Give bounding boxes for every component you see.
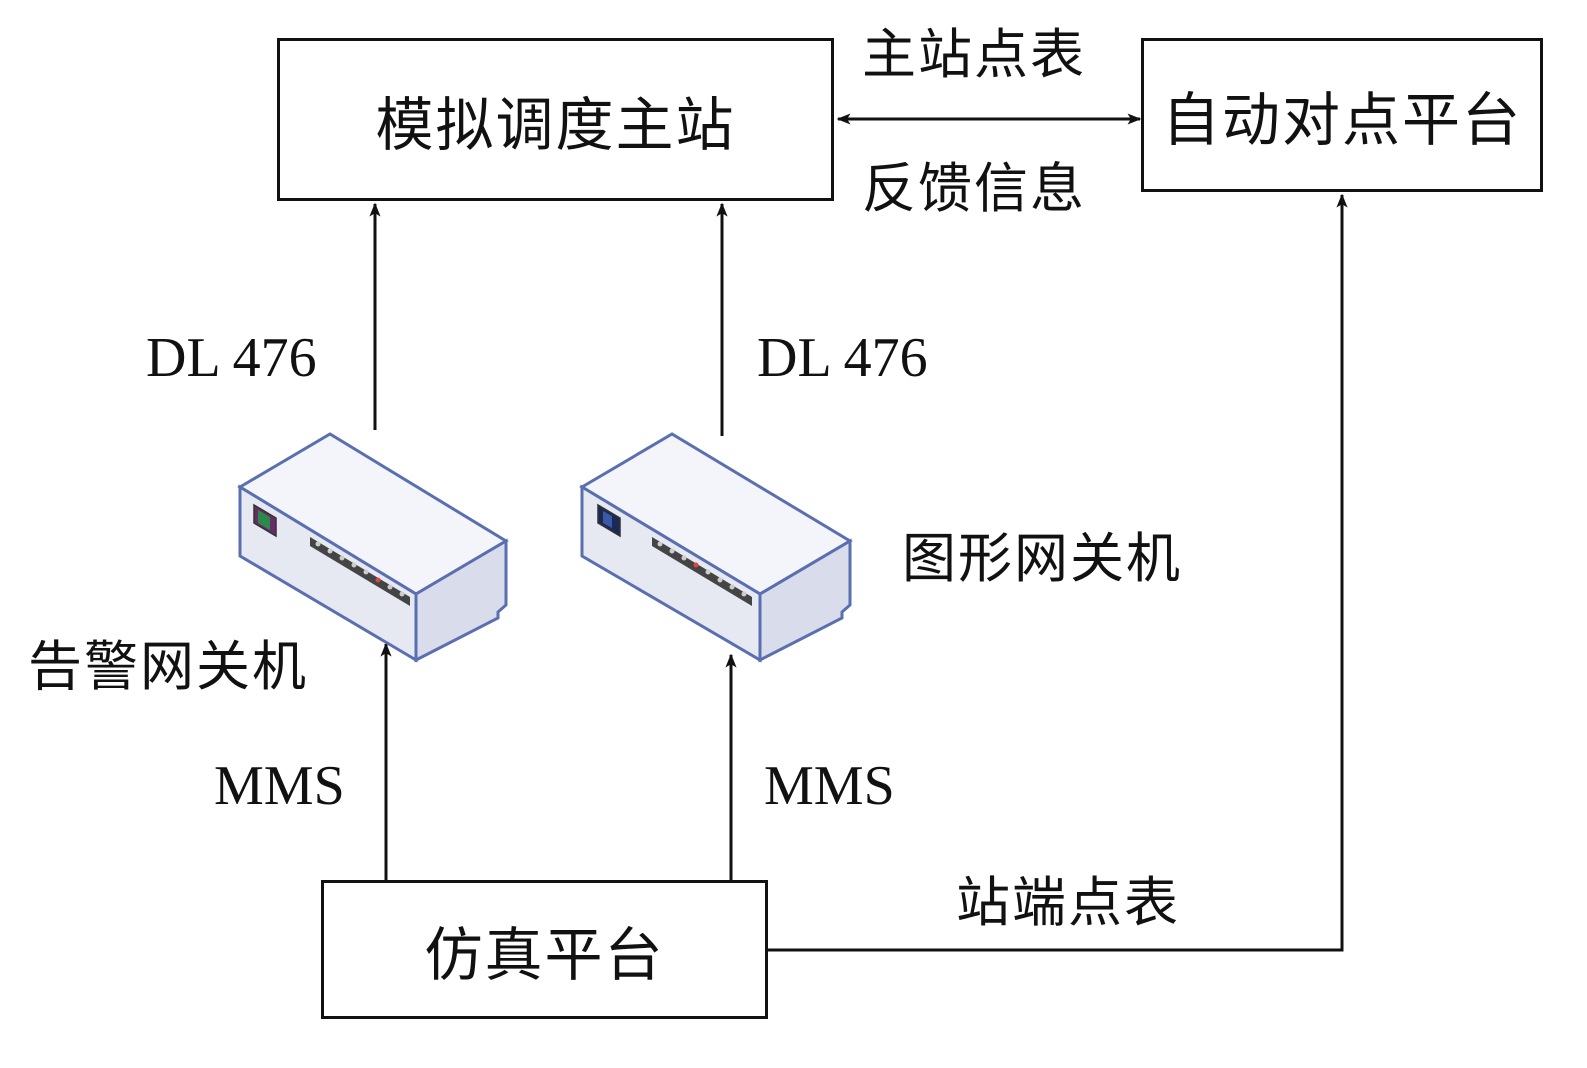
alarm-gateway-device-icon (237, 432, 509, 663)
graphic-gateway-label: 图形网关机 (902, 527, 1182, 590)
mms-right-label: MMS (764, 755, 895, 817)
dispatch-master-box: 模拟调度主站 (277, 38, 834, 201)
station-point-table-label: 站端点表 (956, 871, 1180, 934)
station-point-table-arrow (768, 193, 1348, 952)
auto-point-platform-box: 自动对点平台 (1141, 38, 1543, 192)
feedback-info-label: 反馈信息 (862, 157, 1086, 220)
simulation-platform-box: 仿真平台 (321, 880, 768, 1019)
auto-point-platform-label: 自动对点平台 (1161, 86, 1522, 154)
master-point-table-label: 主站点表 (862, 23, 1086, 86)
mms-left-label: MMS (214, 755, 345, 817)
dl476-left-label: DL 476 (146, 327, 317, 389)
simulation-platform-label: 仿真平台 (424, 920, 665, 989)
alarm-gateway-label: 告警网关机 (28, 635, 308, 698)
graphic-gateway-device-icon (579, 432, 853, 663)
dispatch-master-label: 模拟调度主站 (375, 90, 736, 159)
dl476-right-label: DL 476 (757, 327, 928, 389)
